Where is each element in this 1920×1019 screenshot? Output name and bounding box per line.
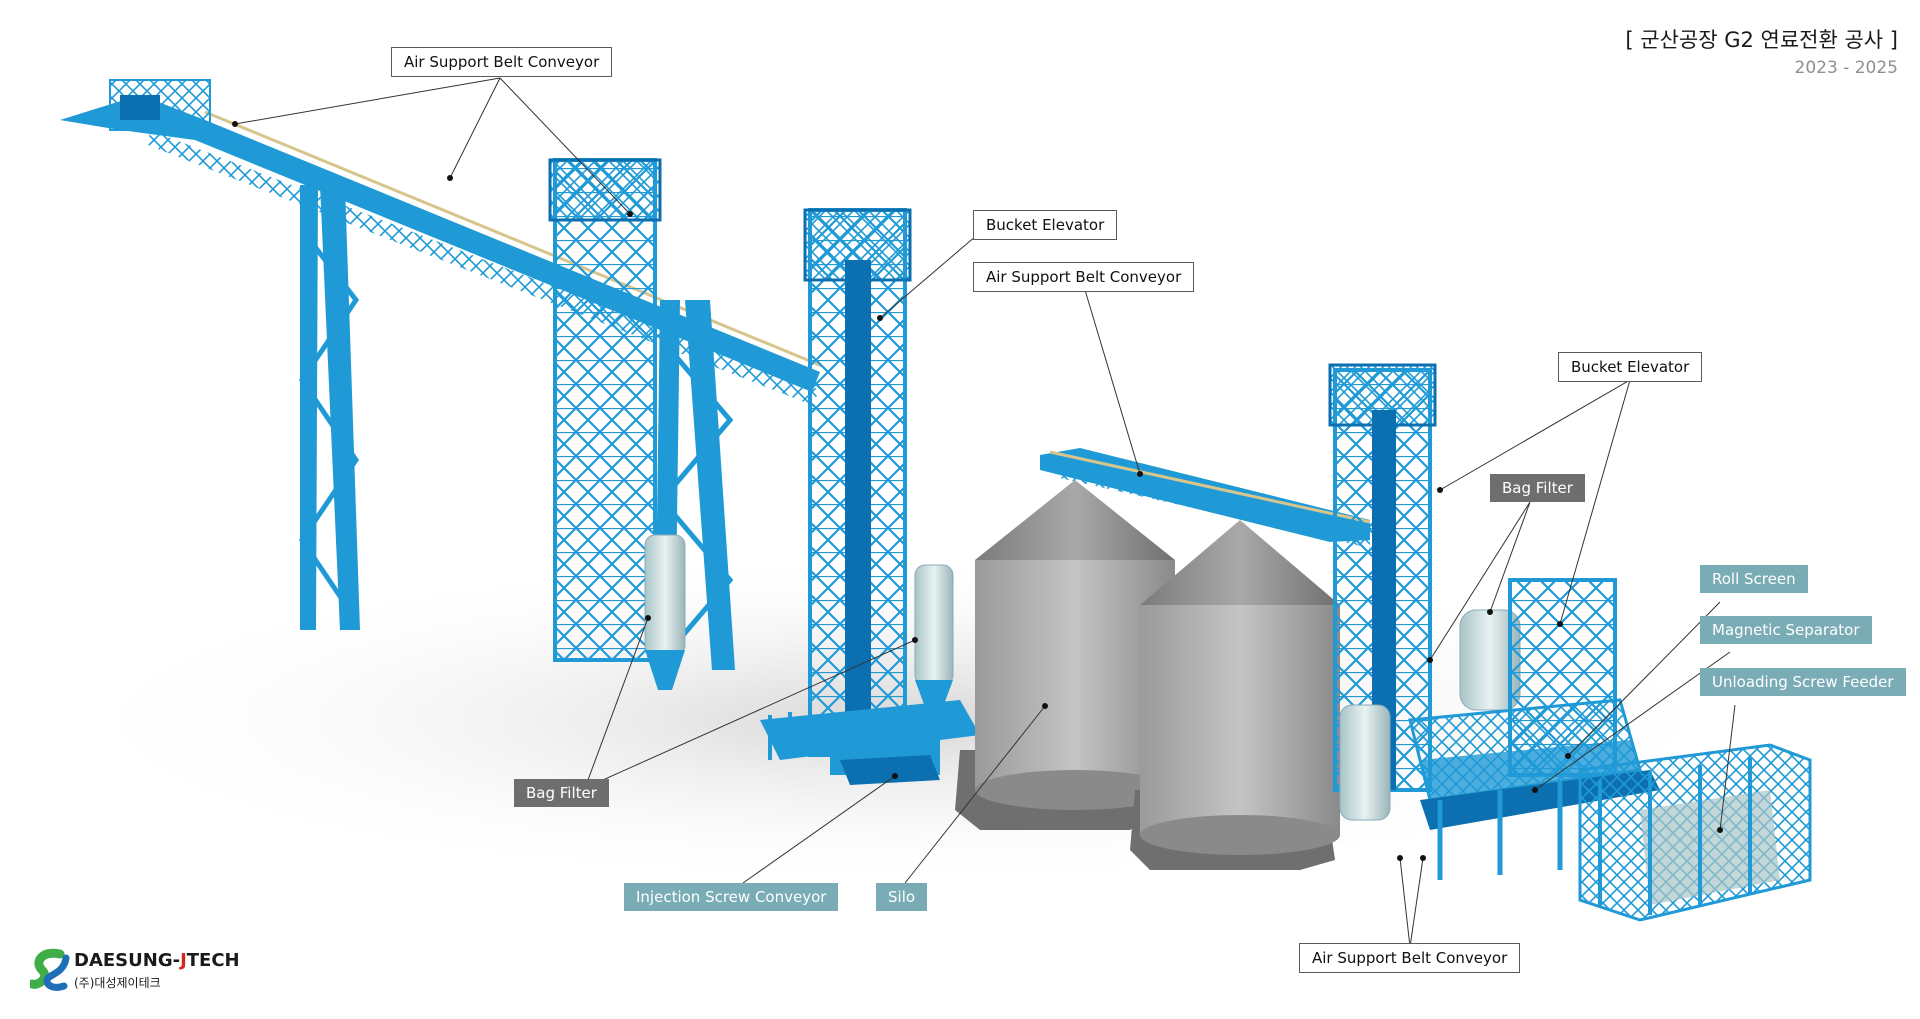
logo-name-prefix: DAESUNG- (74, 950, 181, 971)
logo-name: DAESUNG-JTECH (74, 950, 240, 971)
logo-mark-icon (27, 948, 70, 991)
injection-screw-area (760, 700, 980, 785)
leader-lines (234, 77, 1736, 948)
label-magnetic-separator: Magnetic Separator (1700, 616, 1872, 644)
label-roll-screen: Roll Screen (1700, 565, 1808, 593)
label-silo: Silo (876, 883, 928, 911)
label-unloading-screw-feeder: Unloading Screw Feeder (1700, 668, 1906, 696)
leader-dots (232, 121, 1723, 861)
company-logo: DAESUNG-JTECH (주)대성제이테크 (27, 948, 240, 996)
label-air-support-belt-conveyor-bottom: Air Support Belt Conveyor (1299, 943, 1521, 973)
silo-2 (1130, 520, 1340, 870)
project-title: [ 군산공장 G2 연료전환 공사 ] (1625, 28, 1898, 52)
bag-filter-right-units (1339, 609, 1521, 821)
label-air-support-belt-conveyor-top: Air Support Belt Conveyor (391, 47, 613, 77)
label-bucket-elevator-2: Bucket Elevator (1558, 352, 1703, 382)
bucket-elevator-1 (803, 208, 940, 775)
label-bag-filter-right: Bag Filter (1490, 474, 1585, 502)
label-air-support-belt-conveyor-mid: Air Support Belt Conveyor (973, 262, 1195, 292)
truss-tower-1 (548, 158, 662, 662)
label-bag-filter-left: Bag Filter (514, 779, 609, 807)
label-injection-screw-conveyor: Injection Screw Conveyor (624, 883, 839, 911)
logo-korean-name: (주)대성제이테크 (74, 976, 161, 990)
logo-name-suffix: TECH (186, 950, 240, 971)
project-years: 2023 - 2025 (1794, 58, 1898, 78)
project-title-block: [ 군산공장 G2 연료전환 공사 ] 2023 - 2025 (1625, 24, 1898, 78)
bag-filter-left-units (644, 534, 954, 715)
mid-belt-conveyor (1040, 448, 1371, 548)
label-bucket-elevator-1: Bucket Elevator (973, 210, 1118, 240)
logo-name-j: J (180, 950, 187, 971)
unloading-building (1578, 743, 1812, 922)
